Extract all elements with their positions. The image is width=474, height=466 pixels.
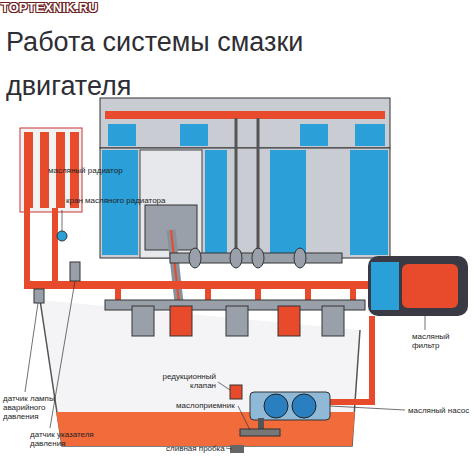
main-oil-gallery [24,281,374,289]
watermark: TOPTEXNIK.RU [1,0,141,15]
water-jacket [205,150,227,255]
cam-lobe [230,248,242,268]
part-label: кран масляного радиатора [66,196,196,205]
part-label: редукционный клапан [160,372,216,390]
radiator-tube [40,132,49,208]
push-rod [235,118,238,255]
oil-pump [250,392,330,420]
oil-gallery [105,111,385,119]
part-label: масляный фильтр [412,332,462,350]
leader-line [330,406,405,410]
water-jacket [350,150,388,255]
filter-element [402,264,458,308]
cam-lobe [189,248,201,268]
cam-lobe [252,248,264,268]
leader-line [425,316,426,330]
water-jacket [355,124,385,146]
leader-line [218,382,230,390]
oil-pipe [52,208,58,286]
leader-line [50,281,75,428]
part-label: масляный радиатор [48,166,138,175]
warning-lamp-sensor [34,289,44,303]
radiator-tube [24,132,33,208]
water-jacket [300,124,328,146]
crank-throw [226,306,248,336]
drain-plug [230,445,244,453]
oil-filter [368,256,468,316]
pump-gear [292,394,316,418]
leader-line [62,210,63,231]
crank-throw [170,306,192,336]
push-rod [257,118,260,255]
crankcase-outline [40,300,360,446]
relief-valve [230,385,242,399]
leader-line [226,448,232,449]
cylinder-head [100,98,390,148]
crank-throw [278,306,300,336]
part-label: масляный насос [408,406,474,415]
pressure-gauge-sensor [70,262,80,281]
leader-line [25,303,38,392]
filter-housing [371,262,399,310]
water-jacket [270,150,306,255]
pump-gear [264,394,288,418]
part-label: датчик указателя давления [30,430,104,448]
water-jacket [108,124,136,146]
radiator-valve [57,231,67,241]
title: Работа системы смазки двигателя [6,20,351,108]
oil-pickup [240,429,280,436]
oil-pipe [24,208,30,286]
oil-pipe [330,316,372,402]
leader-line [238,406,250,430]
crank-throw [322,306,344,336]
part-label: датчик лампы аварийного давления [3,394,57,421]
part-label: маслоприемник [176,401,246,410]
crank-throw [132,306,154,336]
part-label: сливная пробка [166,444,226,453]
cam-lobe [294,248,306,268]
pickup-pipe [258,418,264,430]
water-jacket [180,124,208,146]
